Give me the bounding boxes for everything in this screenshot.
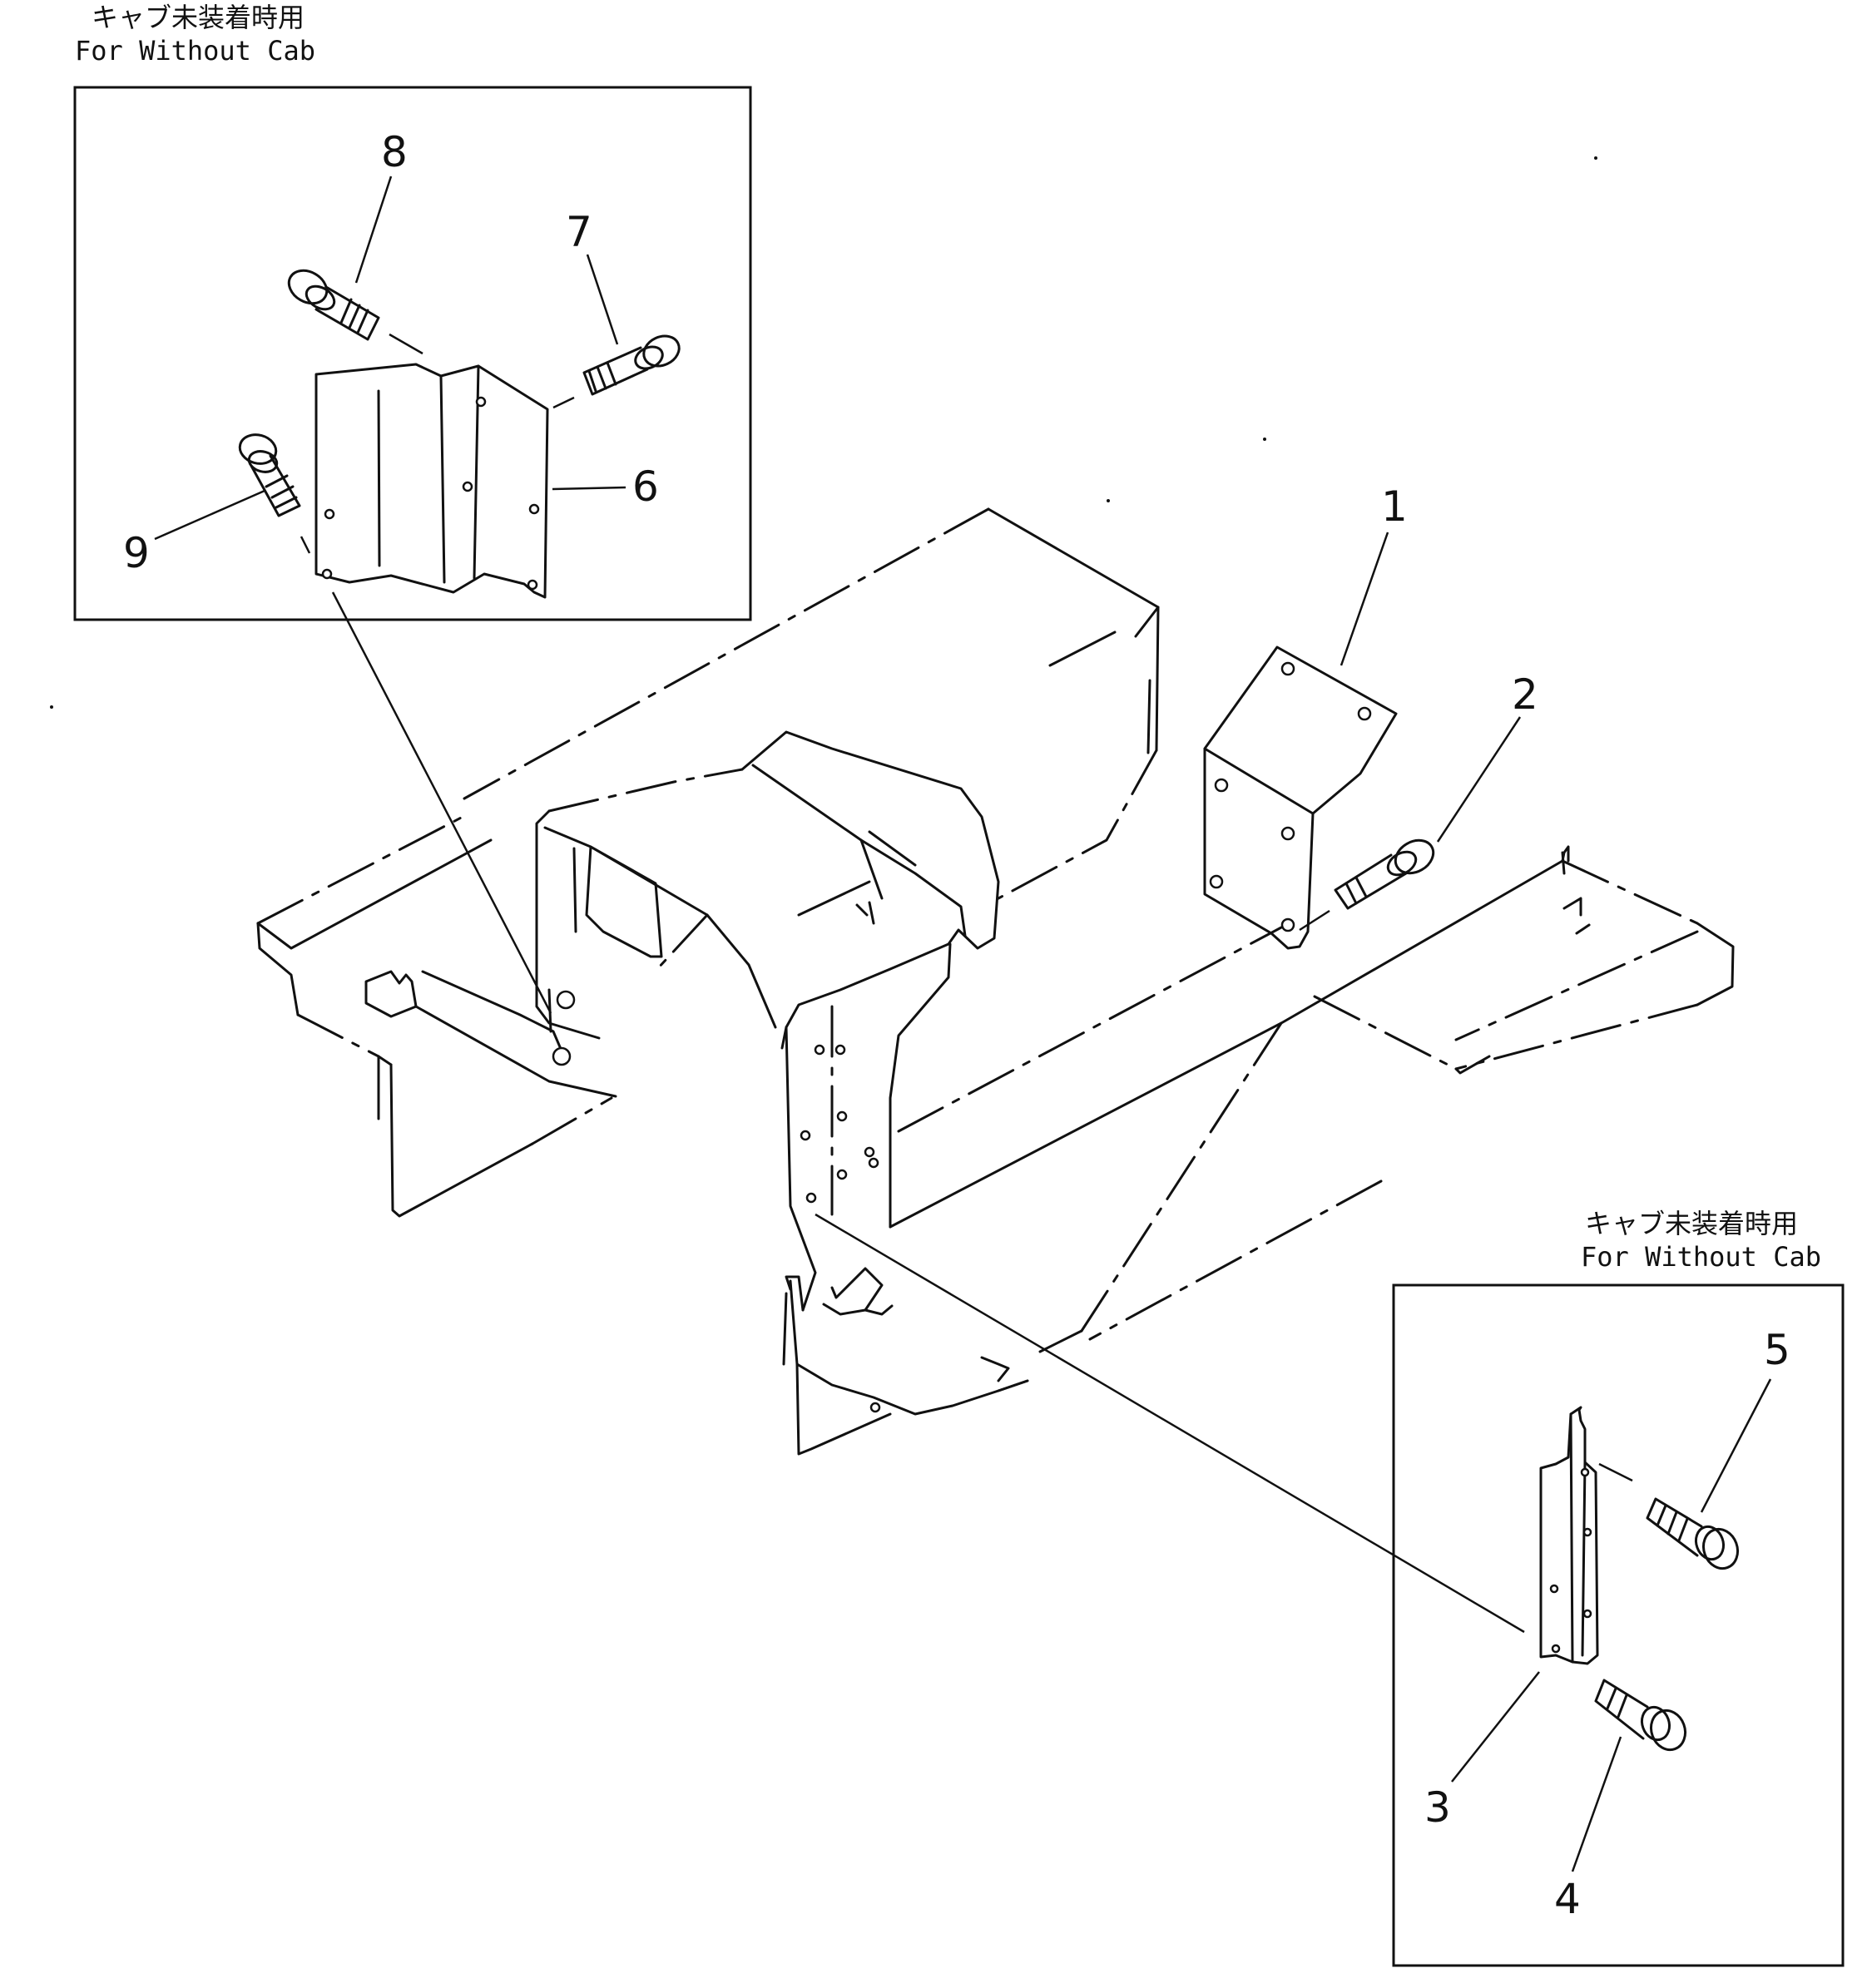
callout-1: 1 (1381, 482, 1408, 531)
connector-line-top-inset (331, 591, 552, 1014)
connector-line-right-inset (815, 1213, 1525, 1634)
callout-5: 5 (1764, 1326, 1790, 1374)
callout-7: 7 (566, 208, 592, 256)
leader-4 (1571, 1736, 1622, 1872)
main-frame-assembly: 1 2 (256, 482, 1735, 1456)
detail-inset-right: キャブ未装着時用 For Without Cab (1392, 1208, 1845, 1967)
part-2-bolt (1299, 838, 1435, 932)
detail-inset-top-left: キャブ未装着時用 For Without Cab (73, 2, 752, 621)
callout-4: 4 (1554, 1875, 1581, 1923)
inset-caption-jp-top: キャブ未装着時用 (92, 2, 305, 33)
inset-caption-en-right: For Without Cab (1581, 1241, 1821, 1273)
inset-frame-top-left (73, 86, 752, 621)
leader-6 (552, 486, 626, 491)
speck (1107, 499, 1110, 502)
inset-caption-jp-right: キャブ未装着時用 (1585, 1208, 1798, 1239)
leader-5 (1700, 1378, 1772, 1513)
callout-3: 3 (1424, 1783, 1451, 1832)
leader-1 (1340, 532, 1389, 666)
part-6-bracket (314, 363, 549, 599)
callout-9: 9 (123, 529, 150, 577)
leader-8 (354, 176, 393, 284)
part-8-bolt (287, 269, 423, 355)
part-1-bracket (1203, 645, 1398, 950)
inset-frame-right (1392, 1283, 1845, 1967)
callout-2: 2 (1512, 670, 1538, 719)
part-5-bolt (1598, 1462, 1740, 1570)
leader-2 (1436, 716, 1522, 843)
leader-7 (586, 254, 619, 345)
part-9-bolt (238, 433, 311, 554)
speck (50, 705, 53, 709)
speck (1263, 438, 1266, 441)
leader-3 (1451, 1671, 1540, 1783)
speck (1594, 156, 1597, 160)
callout-8: 8 (381, 128, 408, 176)
leader-9 (154, 489, 265, 541)
part-7-bolt (552, 334, 681, 409)
inset-caption-en-top: For Without Cab (75, 35, 315, 67)
part-3-bracket (1539, 1406, 1599, 1665)
part-4-bolt (1594, 1679, 1687, 1752)
callout-6: 6 (632, 462, 659, 511)
